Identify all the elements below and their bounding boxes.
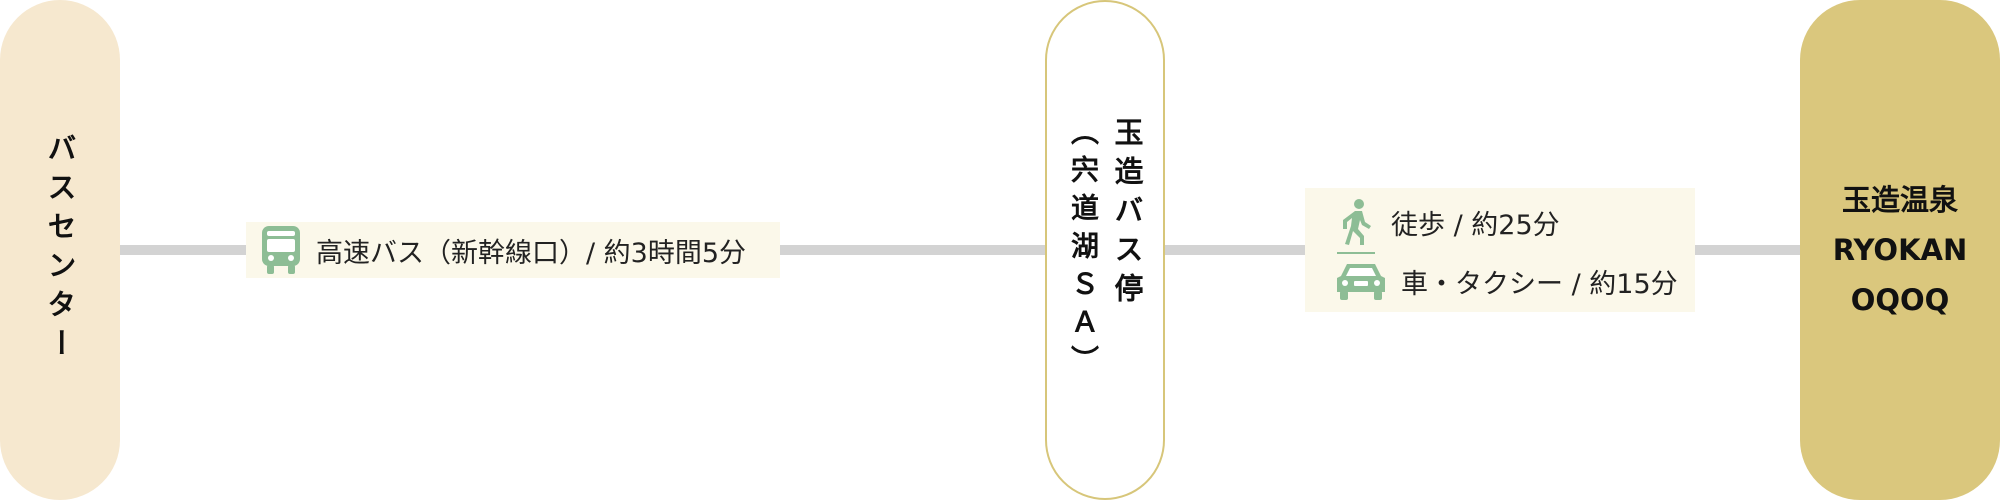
stop-tamatsukuri-labels: 玉造バス停 （宍道湖ＳＡ） — [1063, 117, 1147, 383]
walk-row: 徒歩 / 約25分 — [1335, 198, 1695, 246]
stop-bus-center: バスセンター — [0, 0, 120, 500]
car-text: 車・タクシー / 約15分 — [1401, 268, 1678, 300]
bus-segment-info: 高速バス（新幹線口）/ 約3時間5分 — [246, 222, 780, 278]
stop-tamatsukuri-label: 玉造バス停 — [1110, 117, 1144, 312]
ryokan-name-line-2: RYOKAN — [1832, 233, 1968, 267]
walk-text: 徒歩 / 約25分 — [1391, 209, 1560, 241]
walking-person-icon — [1335, 198, 1377, 246]
divider — [1337, 252, 1375, 254]
bus-icon — [260, 224, 302, 276]
ryokan-name-line-1: 玉造温泉 — [1841, 183, 1958, 217]
access-segment-info: 徒歩 / 約25分 車・タクシー / 約15分 — [1305, 188, 1695, 312]
car-row: 車・タクシー / 約15分 — [1335, 260, 1695, 302]
route-line — [100, 245, 1920, 255]
stop-ryokan-oqoq: 玉造温泉 RYOKAN OQOQ — [1800, 0, 2000, 500]
ryokan-name-line-3: OQOQ — [1850, 283, 1950, 317]
bus-segment-text: 高速バス（新幹線口）/ 約3時間5分 — [316, 237, 747, 269]
stop-tamatsukuri-bus-stop: 玉造バス停 （宍道湖ＳＡ） — [1045, 0, 1165, 500]
stop-bus-center-label: バスセンター — [43, 133, 77, 367]
stop-tamatsukuri-sub-label: （宍道湖ＳＡ） — [1067, 117, 1100, 383]
ryokan-name: 玉造温泉 RYOKAN OQOQ — [1833, 175, 1968, 325]
car-icon — [1335, 260, 1387, 302]
